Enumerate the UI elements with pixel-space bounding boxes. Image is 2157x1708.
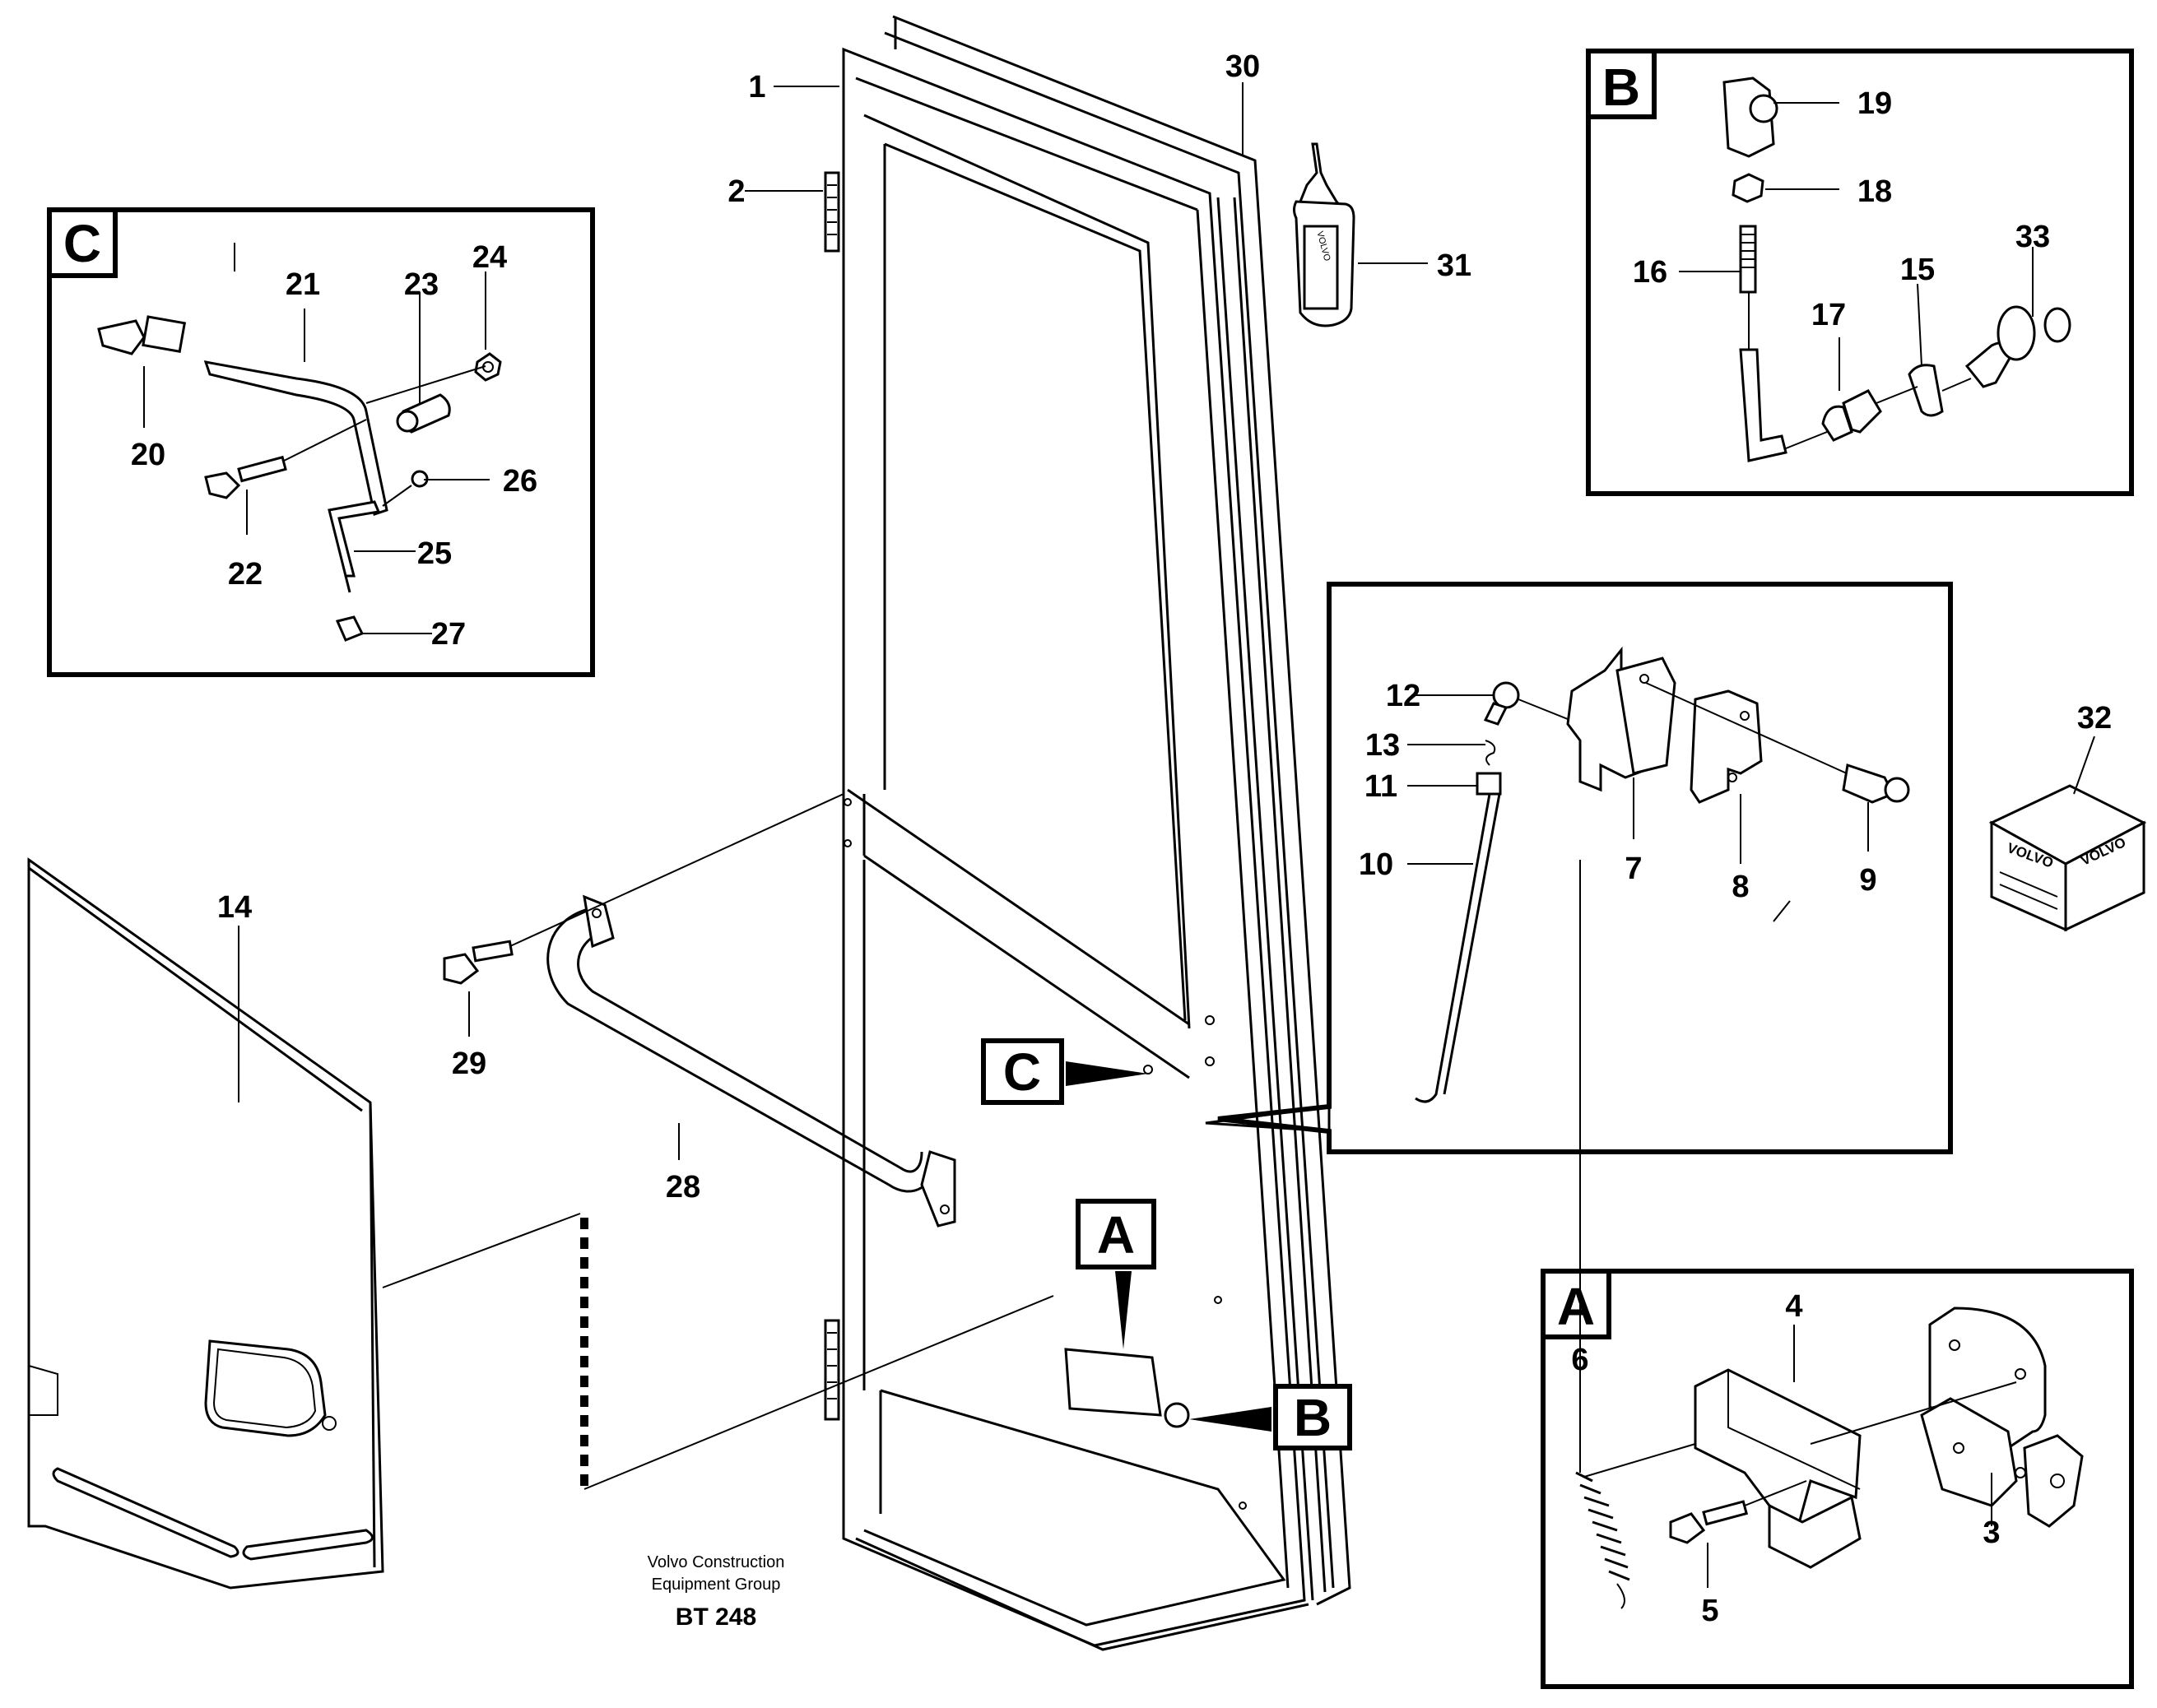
label-15: 15 <box>1900 253 1935 287</box>
label-12: 12 <box>1386 679 1420 713</box>
label-7: 7 <box>1625 852 1642 886</box>
label-9: 9 <box>1859 863 1876 898</box>
cover-panel <box>27 857 1054 1590</box>
detail-box-a: A <box>1541 1269 2134 1689</box>
detail-box-b: B <box>1586 49 2134 496</box>
door-frame <box>824 15 1351 1651</box>
label-10: 10 <box>1359 847 1393 882</box>
callout-c: C <box>981 1038 1064 1105</box>
label-20: 20 <box>131 438 165 472</box>
label-21: 21 <box>286 267 320 302</box>
label-6: 6 <box>1571 1343 1588 1377</box>
label-30: 30 <box>1225 49 1260 84</box>
label-24: 24 <box>472 240 507 275</box>
label-1: 1 <box>748 70 765 104</box>
detail-box-latch <box>1205 582 1953 1154</box>
label-27: 27 <box>431 617 466 652</box>
callout-a: A <box>1076 1199 1156 1269</box>
label-2: 2 <box>728 174 745 209</box>
label-31: 31 <box>1437 248 1471 283</box>
footer: Volvo Construction Equipment Group BT 24… <box>648 1553 785 1631</box>
bottle-31: VOLVO <box>1293 142 1355 327</box>
grab-handle <box>546 894 956 1228</box>
detail-box-c: C <box>47 207 595 677</box>
label-11: 11 <box>1364 769 1397 804</box>
company-line-2: Equipment Group <box>652 1576 781 1594</box>
detail-box-c-letter: C <box>63 214 101 273</box>
callout-a-letter: A <box>1097 1205 1135 1265</box>
label-28: 28 <box>666 1170 700 1204</box>
drawing-code: BT 248 <box>676 1604 756 1631</box>
leader-lines <box>143 82 2095 1588</box>
label-29: 29 <box>452 1047 486 1081</box>
detail-box-a-letter: A <box>1557 1277 1595 1336</box>
callout-b-letter: B <box>1294 1388 1332 1447</box>
callout-c-letter: C <box>1003 1042 1041 1102</box>
detail-box-b-letter: B <box>1602 58 1640 117</box>
part-labels: 1 2 3 4 5 6 7 8 9 10 11 12 13 14 15 16 1… <box>131 49 2112 1628</box>
label-19: 19 <box>1857 86 1892 121</box>
label-5: 5 <box>1701 1594 1718 1628</box>
label-18: 18 <box>1857 174 1892 209</box>
label-16: 16 <box>1633 255 1667 290</box>
bolt-29 <box>443 793 844 985</box>
callout-b: B <box>1273 1384 1352 1450</box>
label-26: 26 <box>503 464 537 499</box>
label-8: 8 <box>1732 870 1749 904</box>
product-box-32: VOLVO VOLVO <box>1988 784 2147 932</box>
label-23: 23 <box>404 267 439 302</box>
label-13: 13 <box>1365 728 1400 763</box>
label-14: 14 <box>217 890 252 925</box>
label-17: 17 <box>1811 298 1846 332</box>
label-22: 22 <box>228 557 263 592</box>
label-25: 25 <box>417 536 452 571</box>
company-line-1: Volvo Construction <box>648 1553 785 1571</box>
label-3: 3 <box>1983 1515 2000 1550</box>
label-4: 4 <box>1785 1289 1802 1324</box>
label-32: 32 <box>2077 701 2112 736</box>
label-33: 33 <box>2015 220 2050 254</box>
